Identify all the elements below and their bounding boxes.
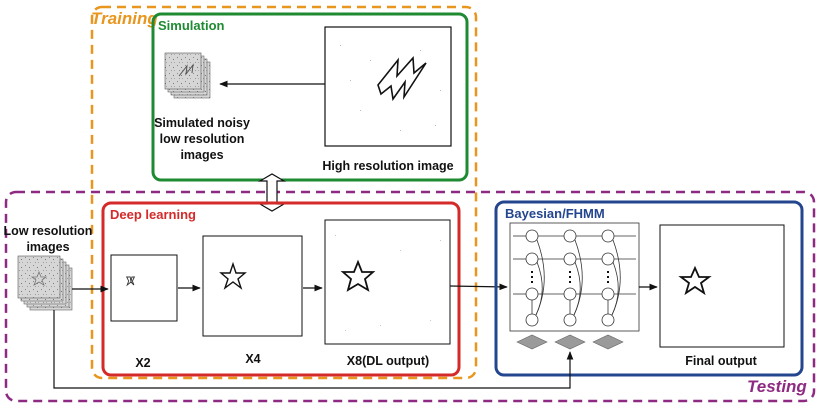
final-output-image [659, 224, 785, 348]
testing-region [4, 190, 816, 403]
simulation-title: Simulation [158, 18, 225, 33]
fhmm-graph [509, 222, 640, 332]
simulated-caption-2: low resolution [160, 132, 245, 146]
testing-label: Testing [747, 377, 807, 396]
x8-specks [335, 235, 441, 331]
high-res-caption: High resolution image [322, 159, 453, 173]
x8-image [324, 219, 451, 345]
high-res-image [324, 26, 452, 147]
fhmm-dots [531, 271, 609, 283]
training-label: Training [91, 9, 158, 28]
simulated-caption-3: images [180, 148, 223, 162]
low-res-caption-2: images [26, 240, 69, 254]
bayesian-title: Bayesian/FHMM [505, 206, 605, 221]
final-output-caption: Final output [685, 354, 757, 368]
x4-caption: X4 [245, 352, 260, 366]
x2-image [110, 254, 178, 322]
final-star [678, 265, 712, 296]
simulated-image-stack [164, 52, 211, 99]
x8-star [340, 259, 376, 292]
bypass-arrow [53, 310, 574, 389]
training-region [90, 5, 478, 380]
zigzag-structure [377, 56, 427, 102]
simulation-box [151, 12, 469, 182]
low-res-image-stack [17, 255, 73, 311]
x4-image [202, 235, 303, 337]
x8-caption: X8(DL output) [347, 354, 429, 368]
x2-caption: X2 [135, 356, 150, 370]
fhmm-observation-tiles [516, 334, 624, 350]
low-res-caption-1: Low resolution [4, 224, 93, 238]
deep-learning-title: Deep learning [110, 207, 196, 222]
simulated-caption-1: Simulated noisy [154, 116, 250, 130]
x4-star [219, 261, 247, 290]
high-res-specks [340, 45, 441, 131]
x2-star [125, 276, 136, 287]
bayesian-box [494, 200, 804, 377]
